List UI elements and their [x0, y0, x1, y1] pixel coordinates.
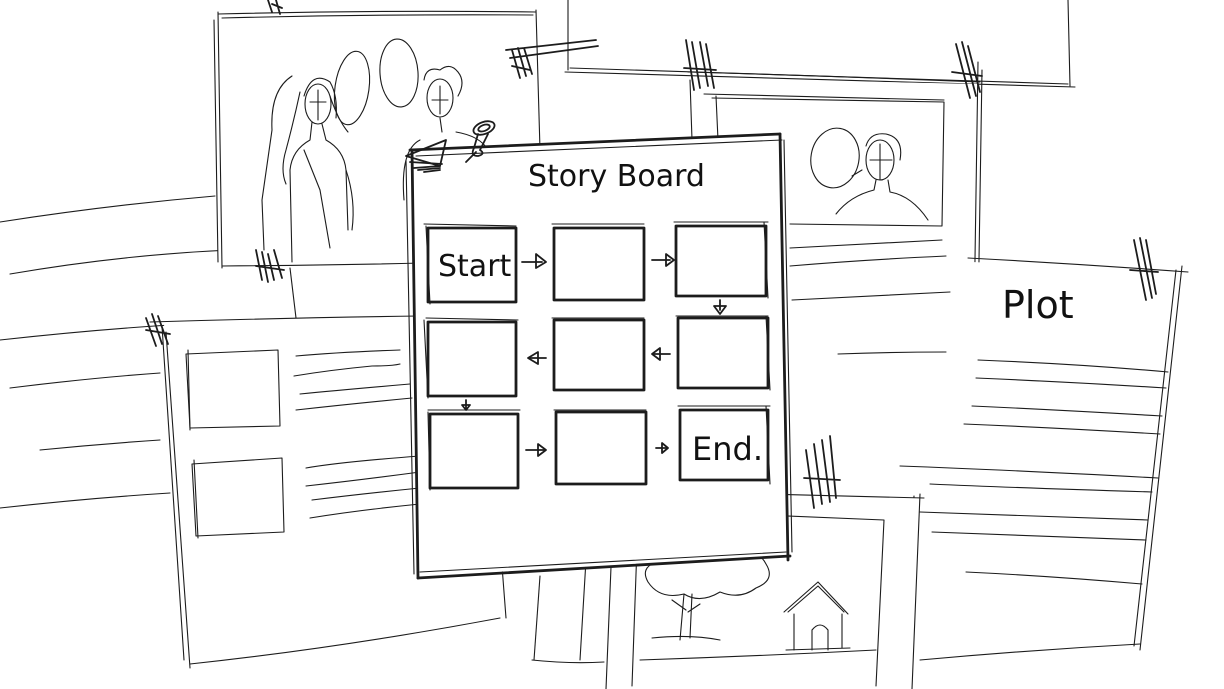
- folded-corner-icon: [405, 139, 447, 173]
- arrow-icon: [651, 347, 671, 361]
- speech-balloon-icons: [333, 38, 419, 126]
- storyboard-panel: [423, 317, 519, 399]
- tape-icon: [255, 249, 285, 283]
- storyboard-sheet: Story Board Start: [405, 120, 793, 580]
- arrow-icon: [461, 399, 471, 411]
- storyboard-panel: [551, 223, 646, 302]
- left-notes-sheet: [145, 313, 507, 669]
- end-label: End.: [692, 430, 763, 468]
- plot-label: Plot: [1002, 283, 1074, 327]
- pushpin-icon: [465, 120, 496, 163]
- top-center-sheet: [564, 0, 1076, 88]
- storyboard-panel: [427, 409, 521, 491]
- background-scribble-lines: [0, 195, 231, 509]
- speech-balloon-icon: [810, 127, 863, 189]
- storyboard-panel: [673, 221, 769, 299]
- arrow-icon: [713, 299, 727, 315]
- text-lines: [789, 239, 951, 355]
- arrow-icon: [655, 442, 669, 454]
- tape-icon: [145, 313, 171, 347]
- text-lines: [899, 359, 1169, 585]
- storyboard-panel: [675, 315, 771, 391]
- tape-icon: [683, 39, 717, 91]
- female-figure-sketch: [261, 75, 354, 263]
- panel-end: End.: [677, 405, 771, 485]
- tape-icon: [505, 39, 599, 79]
- tape-icon: [803, 435, 841, 509]
- arrow-icon: [525, 443, 547, 457]
- tape-icon: [951, 41, 983, 99]
- male-figure-sketch: [835, 133, 929, 221]
- image-placeholder: [191, 457, 285, 539]
- image-placeholder: [185, 349, 281, 431]
- start-label: Start: [438, 249, 512, 284]
- house-sketch: [783, 581, 851, 651]
- storyboard-panel: [551, 317, 646, 392]
- tape-icon: [267, 0, 283, 15]
- tape-icon: [1129, 237, 1159, 301]
- panel-start: Start: [423, 223, 518, 305]
- storyboard-panel: [553, 409, 648, 486]
- text-lines: [293, 349, 421, 519]
- arrow-icon: [521, 253, 547, 269]
- arrow-icon: [527, 351, 547, 365]
- storyboard-title: Story Board: [528, 159, 705, 194]
- arrow-icon: [651, 253, 675, 267]
